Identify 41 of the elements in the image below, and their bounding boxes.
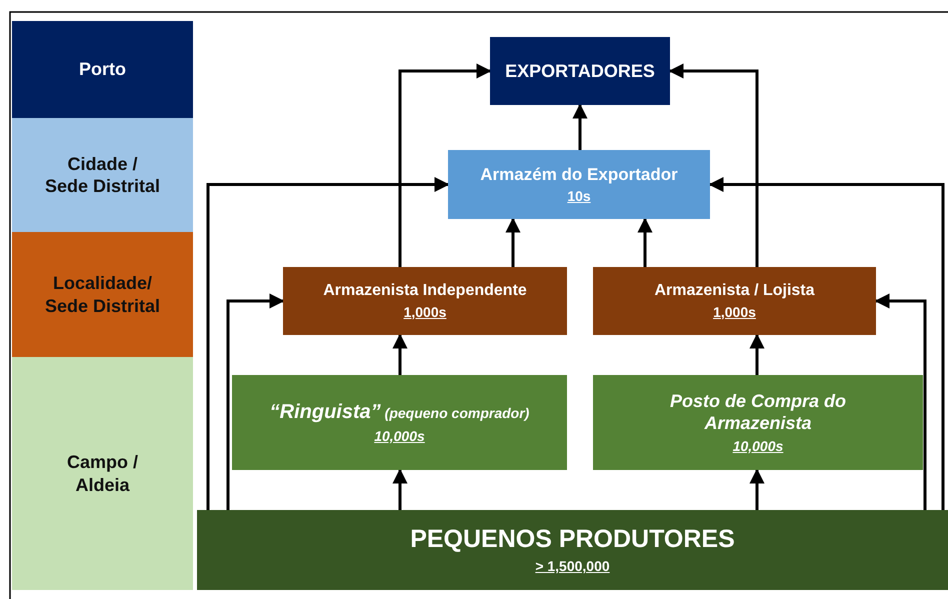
arrow — [206, 177, 450, 510]
arrow — [226, 294, 284, 510]
count-label: 1,000s — [713, 304, 756, 322]
process-box — [448, 150, 710, 219]
arrow — [392, 334, 408, 375]
node-label: EXPORTADORES — [505, 60, 655, 82]
count-label: > 1,500,000 — [535, 558, 610, 576]
count-label: 1,000s — [404, 304, 446, 322]
arrow — [750, 334, 764, 375]
process-box — [283, 267, 567, 335]
arrow — [668, 64, 758, 267]
tier-band — [12, 232, 193, 357]
process-box — [490, 37, 670, 105]
process-box — [593, 267, 876, 335]
node-label: Posto de Compra do Armazenista — [668, 390, 847, 435]
arrow — [572, 104, 588, 150]
arrow — [750, 468, 764, 510]
arrow — [874, 294, 926, 510]
arrow — [398, 64, 492, 267]
arrow — [638, 218, 652, 267]
node-label: “Ringuista” (pequeno comprador) — [270, 400, 530, 425]
tier-band — [12, 118, 193, 232]
node-label: Armazenista Independente — [323, 280, 527, 301]
count-label: 10,000s — [374, 428, 425, 446]
tier-label: Campo / Aldeia — [66, 451, 139, 496]
tier-label: Localidade/ Sede Distrital — [44, 272, 161, 317]
arrow — [506, 218, 520, 267]
process-box — [593, 375, 923, 470]
process-box — [232, 375, 567, 470]
node-label: Armazenista / Lojista — [654, 280, 815, 301]
arrow — [392, 468, 408, 510]
process-box — [197, 510, 948, 590]
tier-band — [12, 21, 193, 118]
arrow — [708, 177, 944, 510]
count-label: 10s — [567, 188, 591, 206]
tier-label: Porto — [79, 58, 126, 81]
count-label: 10,000s — [732, 438, 784, 456]
node-label: Armazém do Exportador — [480, 164, 678, 185]
tier-band — [12, 357, 193, 590]
node-label: PEQUENOS PRODUTORES — [410, 524, 735, 556]
tier-label: Cidade / Sede Distrital — [44, 152, 161, 198]
